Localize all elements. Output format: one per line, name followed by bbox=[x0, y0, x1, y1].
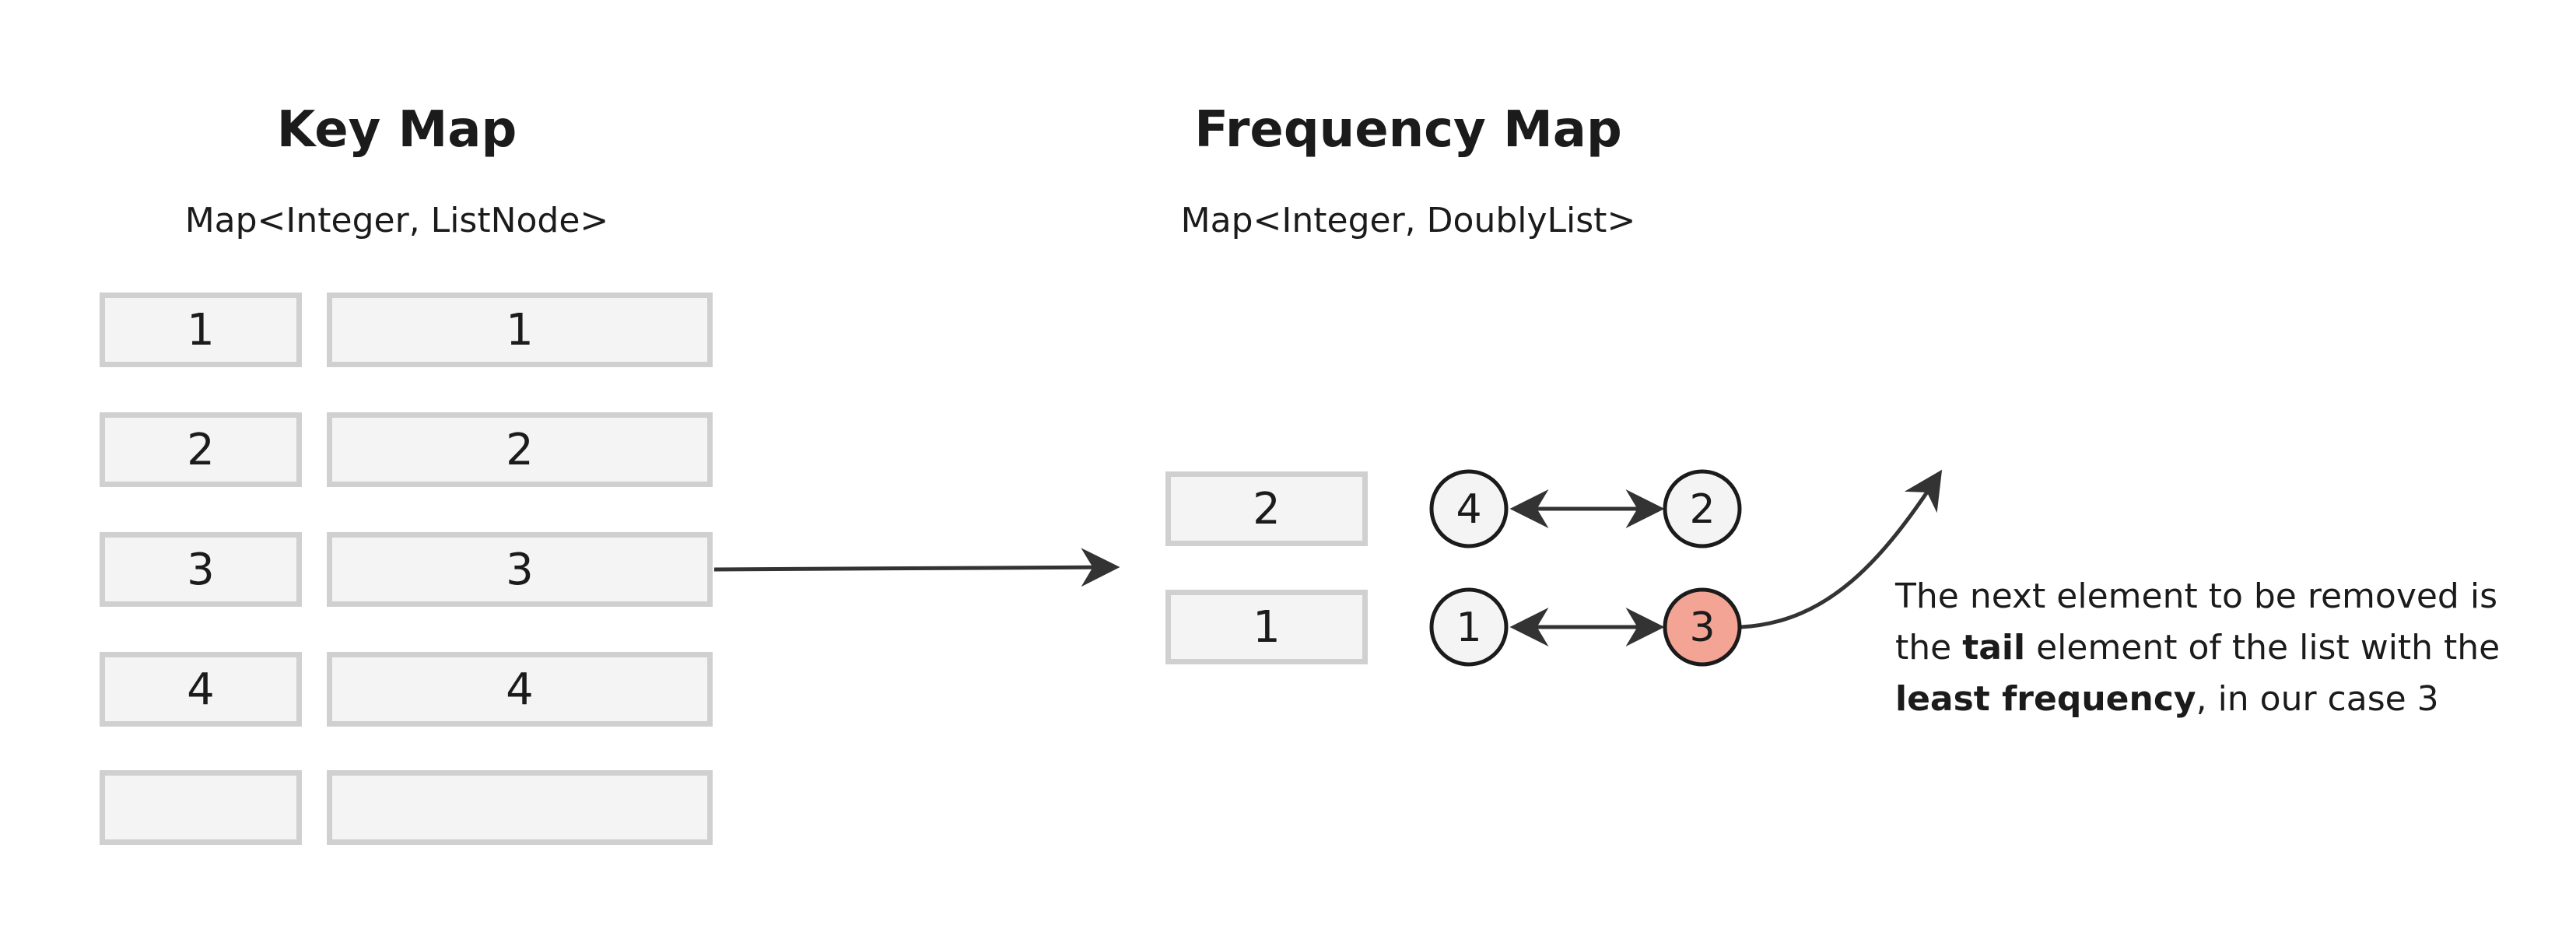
note-line-2-prefix: the bbox=[1895, 628, 1963, 667]
list-node-label: 2 bbox=[1689, 486, 1715, 533]
key-map-value-cell: 4 bbox=[327, 652, 713, 727]
list-node-circle bbox=[1663, 469, 1742, 548]
list-node-circle bbox=[1429, 587, 1509, 667]
frequency-key-cell: 2 bbox=[1165, 471, 1368, 546]
key-map-value-cell: 1 bbox=[327, 293, 713, 367]
list-node-circle bbox=[1429, 469, 1509, 548]
removal-note: The next element to be removed is the ta… bbox=[1895, 571, 2564, 725]
key-map-key-cell: 2 bbox=[100, 412, 302, 487]
note-line-3-suffix: , in our case 3 bbox=[2196, 679, 2439, 719]
key-map-value-cell-empty bbox=[327, 770, 713, 845]
note-line-2: the tail element of the list with the bbox=[1895, 622, 2564, 674]
key-to-frequency-arrow bbox=[713, 548, 1120, 587]
note-line-1: The next element to be removed is bbox=[1895, 576, 2497, 616]
key-map-key-cell: 1 bbox=[100, 293, 302, 367]
frequency-map-title: Frequency Map bbox=[1194, 101, 1622, 159]
note-line-2-suffix: element of the list with the bbox=[2025, 628, 2501, 667]
list-node-label: 4 bbox=[1456, 486, 1481, 533]
key-map-key-cell: 3 bbox=[100, 532, 302, 607]
frequency-key-cell: 1 bbox=[1165, 590, 1368, 664]
note-emphasis-tail: tail bbox=[1962, 628, 2026, 667]
frequency-map-type-label: Map<Integer, DoublyList> bbox=[1180, 201, 1636, 240]
removal-curved-arrow bbox=[1740, 469, 1943, 629]
list-node-label: 1 bbox=[1456, 604, 1481, 651]
key-map-type-label: Map<Integer, ListNode> bbox=[184, 201, 609, 240]
key-map-value-cell: 3 bbox=[327, 532, 713, 607]
tail-node-circle-highlighted bbox=[1663, 587, 1742, 667]
key-map-value-cell: 2 bbox=[327, 412, 713, 487]
key-map-key-cell-empty bbox=[100, 770, 302, 845]
tail-node-label: 3 bbox=[1689, 604, 1715, 651]
note-emphasis-least-frequency: least frequency bbox=[1895, 679, 2196, 719]
key-map-title: Key Map bbox=[276, 101, 517, 159]
key-map-key-cell: 4 bbox=[100, 652, 302, 727]
note-line-3: least frequency, in our case 3 bbox=[1895, 674, 2564, 725]
